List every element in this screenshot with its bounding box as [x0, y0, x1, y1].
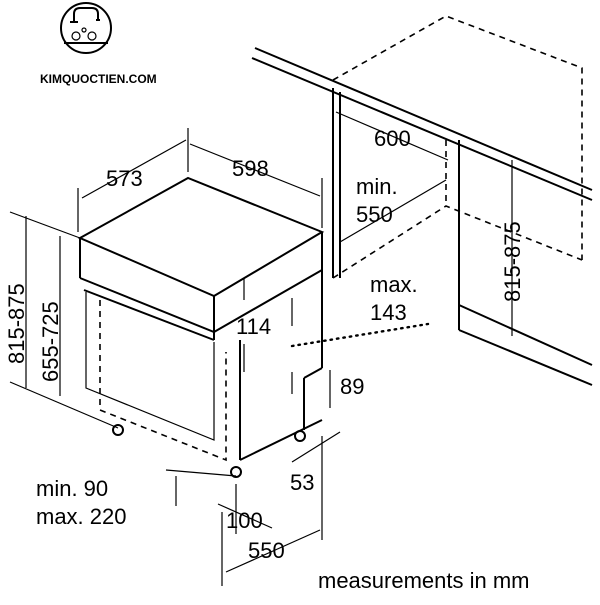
- label-door-height-range: 655-725: [38, 301, 63, 382]
- dimension-lines: [9, 111, 513, 586]
- label-base-depth: 550: [248, 538, 285, 563]
- cabinet-niche: [251, 15, 593, 386]
- label-foot-offset: 100: [226, 508, 263, 533]
- label-vent-max: max.: [370, 272, 418, 297]
- label-niche-width: 600: [374, 126, 411, 151]
- units-note: measurements in mm: [318, 568, 530, 593]
- label-plinth-height: 89: [340, 374, 364, 399]
- label-panel-gap: 114: [236, 314, 271, 339]
- label-vent-max-value: 143: [370, 300, 407, 325]
- dimension-labels: 573 598 815-875 655-725 600 min. 550 815…: [4, 126, 525, 563]
- label-plinth-range-max: max. 220: [36, 504, 127, 529]
- dishwasher-body: [77, 176, 325, 478]
- label-plinth-range-min: min. 90: [36, 476, 108, 501]
- logo-ring: [60, 2, 112, 54]
- label-niche-depth-value: 550: [356, 202, 393, 227]
- faucet-flower-logo-icon: [64, 7, 108, 44]
- label-height-range: 815-875: [4, 283, 29, 364]
- label-niche-height-range: 815-875: [500, 221, 525, 302]
- label-niche-depth-min: min.: [356, 174, 398, 199]
- label-top-depth: 573: [106, 166, 143, 191]
- label-top-width: 598: [232, 156, 269, 181]
- brand-name: KIMQUOCTIEN.COM: [40, 72, 157, 86]
- brand-logo: KIMQUOCTIEN.COM: [40, 2, 157, 86]
- label-plinth-offset: 53: [290, 470, 314, 495]
